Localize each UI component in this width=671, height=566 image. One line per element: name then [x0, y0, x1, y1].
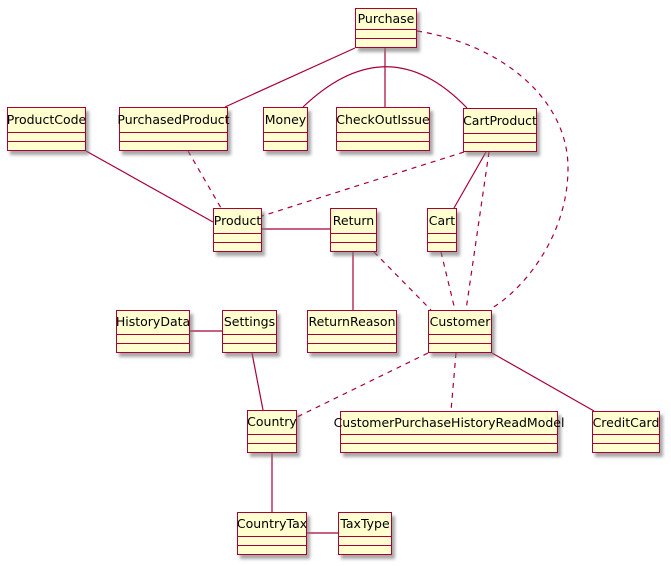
class-purchased-product: PurchasedProduct: [117, 107, 230, 151]
class-country-tax: CountryTax: [237, 512, 307, 555]
fields-compartment-product: [214, 233, 261, 242]
fields-compartment-return-reason: [308, 334, 396, 343]
class-credit-card: CreditCard: [592, 411, 660, 453]
class-name-money: Money: [264, 111, 307, 127]
class-name-return: Return: [332, 212, 375, 228]
fields-compartment-return: [331, 233, 376, 242]
methods-compartment-country: [248, 443, 296, 452]
methods-compartment-tax-type: [339, 545, 391, 554]
class-check-out-issue: CheckOutIssue: [336, 107, 430, 151]
edge-cart-product--cart: [453, 151, 487, 209]
methods-compartment-settings: [223, 343, 276, 352]
methods-compartment-customer: [429, 343, 491, 352]
class-return-reason: ReturnReason: [307, 310, 397, 353]
edge-product-code--product: [85, 150, 214, 223]
class-name-cart: Cart: [428, 212, 456, 228]
class-cart: Cart: [427, 208, 457, 252]
methods-compartment-customer-purchase-history-read-model: [341, 443, 557, 452]
edge-customer--credit-card: [491, 352, 595, 412]
fields-compartment-purchased-product: [120, 132, 227, 141]
class-name-settings: Settings: [223, 314, 276, 330]
class-country: Country: [247, 410, 297, 453]
methods-compartment-money: [264, 141, 307, 150]
class-name-purchase: Purchase: [357, 10, 415, 26]
edge-purchased-product--product: [187, 150, 222, 209]
class-name-cart-product: CartProduct: [463, 112, 537, 128]
methods-compartment-purchase: [356, 38, 416, 47]
edge-return--customer: [373, 251, 432, 311]
edge-money--cart-product: [302, 66, 468, 109]
class-name-product-code: ProductCode: [6, 111, 87, 127]
class-purchase: Purchase: [355, 8, 417, 48]
class-name-tax-type: TaxType: [340, 516, 390, 532]
fields-compartment-history-data: [117, 334, 189, 343]
edge-cart-product--customer: [465, 151, 490, 311]
class-name-check-out-issue: CheckOutIssue: [336, 111, 430, 127]
fields-compartment-cart: [428, 233, 456, 242]
class-name-customer: Customer: [429, 314, 491, 330]
class-name-credit-card: CreditCard: [592, 414, 660, 430]
class-name-country-tax: CountryTax: [236, 516, 308, 532]
class-money: Money: [263, 107, 308, 151]
fields-compartment-purchase: [356, 29, 416, 38]
methods-compartment-credit-card: [593, 443, 659, 452]
class-settings: Settings: [222, 310, 277, 353]
class-name-history-data: HistoryData: [115, 314, 191, 330]
fields-compartment-check-out-issue: [337, 132, 429, 141]
fields-compartment-customer-purchase-history-read-model: [341, 434, 557, 443]
fields-compartment-country: [248, 434, 296, 443]
methods-compartment-cart-product: [464, 142, 536, 151]
class-name-return-reason: ReturnReason: [308, 314, 396, 330]
edge-purchase--customer: [416, 30, 569, 309]
methods-compartment-cart: [428, 242, 456, 251]
methods-compartment-product: [214, 242, 261, 251]
class-cart-product: CartProduct: [463, 108, 537, 152]
methods-compartment-return: [331, 242, 376, 251]
fields-compartment-product-code: [8, 132, 85, 141]
methods-compartment-return-reason: [308, 343, 396, 352]
fields-compartment-money: [264, 132, 307, 141]
fields-compartment-cart-product: [464, 133, 536, 142]
class-name-product: Product: [213, 212, 262, 228]
edge-customer--country: [296, 352, 429, 418]
fields-compartment-country-tax: [238, 536, 306, 545]
fields-compartment-tax-type: [339, 536, 391, 545]
methods-compartment-country-tax: [238, 545, 306, 554]
class-product: Product: [213, 208, 262, 252]
methods-compartment-product-code: [8, 141, 85, 150]
methods-compartment-purchased-product: [120, 141, 227, 150]
class-tax-type: TaxType: [338, 512, 392, 555]
class-name-customer-purchase-history-read-model: CustomerPurchaseHistoryReadModel: [333, 414, 565, 430]
methods-compartment-check-out-issue: [337, 141, 429, 150]
methods-compartment-history-data: [117, 343, 189, 352]
class-product-code: ProductCode: [7, 107, 86, 151]
class-name-purchased-product: PurchasedProduct: [117, 111, 230, 127]
fields-compartment-customer: [429, 334, 491, 343]
class-customer-purchase-history-read-model: CustomerPurchaseHistoryReadModel: [333, 411, 565, 453]
fields-compartment-settings: [223, 334, 276, 343]
fields-compartment-credit-card: [593, 434, 659, 443]
edge-settings--country: [251, 352, 264, 411]
class-return: Return: [330, 208, 377, 252]
class-history-data: HistoryData: [116, 310, 190, 353]
class-customer: Customer: [428, 310, 492, 353]
edge-purchase--purchased-product: [224, 47, 356, 108]
class-name-country: Country: [247, 414, 297, 430]
